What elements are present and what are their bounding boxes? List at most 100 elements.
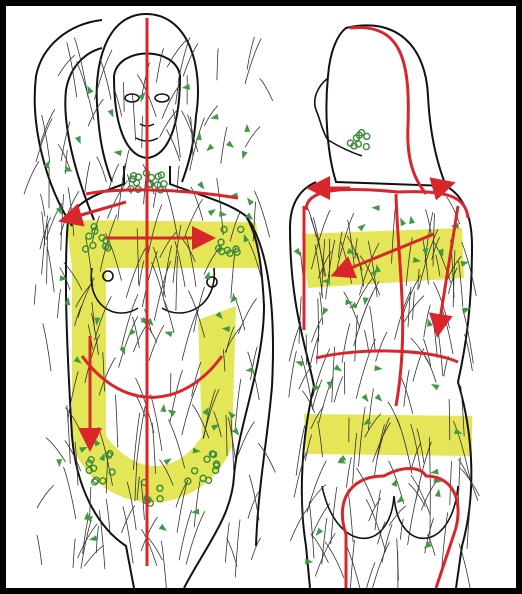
direction-marker: [334, 364, 344, 373]
lymph-vessel-line: [356, 468, 375, 507]
lymph-vessel-line: [370, 542, 390, 588]
lymph-vessel-line: [260, 78, 273, 101]
lymph-vessel-line: [40, 194, 45, 217]
lymph-vessel-line: [458, 457, 460, 506]
direction-marker: [305, 558, 313, 564]
lymph-vessel-line: [83, 518, 89, 554]
figure-canvas: [6, 6, 516, 588]
lymph-vessel-line: [356, 339, 375, 399]
lymph-vessel-line: [67, 43, 77, 98]
direction-marker: [374, 365, 383, 372]
direction-marker: [320, 307, 329, 317]
direction-marker: [160, 404, 167, 412]
front-raised-arm: [35, 20, 102, 226]
lymph-vessel-line: [125, 150, 129, 171]
lymph-vessel-line: [24, 161, 39, 194]
lymph-vessel-line: [334, 376, 343, 402]
back-buttock-loop-flow: [342, 469, 458, 589]
lymph-vessel-line: [315, 533, 335, 576]
front-clavicle-flow: [86, 190, 238, 198]
lymph-vessel-line: [442, 310, 453, 354]
direction-marker: [395, 496, 405, 506]
lymph-vessel-line: [430, 488, 431, 543]
lymph-vessel-line: [346, 457, 351, 488]
back-drainage-zones: [302, 228, 472, 456]
direction-marker: [219, 211, 228, 218]
lymph-vessel-line: [90, 487, 91, 516]
direction-marker: [119, 346, 127, 356]
direction-marker: [108, 109, 117, 119]
lymph-vessel-line: [350, 540, 355, 588]
lymph-node: [134, 180, 140, 186]
lymph-vessel-line: [119, 316, 138, 367]
lymph-vessel-line: [421, 483, 435, 510]
lymph-vessel-line: [458, 459, 478, 501]
direction-marker: [88, 535, 97, 542]
lymph-vessel-line: [141, 517, 157, 551]
lymph-vessel-line: [41, 109, 55, 142]
lymph-vessel-line: [434, 324, 438, 358]
lymph-vessel-line: [156, 48, 163, 82]
lymph-vessel-line: [325, 542, 344, 578]
lymph-node: [161, 181, 167, 187]
front-breasts: [91, 268, 217, 313]
lymph-vessel-line: [167, 40, 186, 67]
lymph-vessel-line: [85, 162, 90, 192]
lymph-vessel-line: [258, 443, 275, 472]
lymph-vessel-line: [84, 545, 103, 566]
lymph-vessel-line: [61, 194, 64, 250]
lymph-vessel-line: [450, 461, 452, 505]
back-shoulder-flow: [306, 189, 468, 218]
front-view-figure: [24, 14, 275, 588]
lymph-vessel-line: [57, 289, 60, 318]
front-drainage-zones: [66, 220, 262, 502]
lymph-vessel-line: [370, 306, 376, 350]
lymph-vessel-line: [301, 356, 313, 410]
direction-marker: [435, 488, 442, 497]
lymph-vessel-line: [37, 535, 42, 565]
lymph-vessel-line: [151, 394, 163, 451]
lymph-vessel-line: [43, 324, 51, 372]
direction-marker: [126, 328, 136, 338]
direction-marker: [358, 222, 368, 232]
lymph-vessel-line: [73, 539, 75, 568]
lymph-vessel-line: [342, 323, 350, 363]
direction-marker: [294, 248, 304, 258]
direction-marker: [371, 205, 379, 211]
direction-marker: [204, 144, 214, 154]
lymph-vessel-line: [235, 520, 240, 578]
direction-marker: [361, 394, 371, 404]
lymph-vessel-line: [100, 60, 111, 100]
lymph-vessel-line: [121, 294, 138, 349]
direction-marker: [163, 329, 172, 337]
lymph-vessel-line: [47, 224, 48, 284]
back-lymph-nodes: [347, 130, 369, 150]
lymph-vessel-line: [217, 49, 218, 81]
lymph-vessel-line: [182, 309, 198, 360]
lymph-vessel-line: [437, 327, 443, 377]
lymph-node: [363, 144, 369, 150]
direction-marker: [430, 381, 440, 390]
lymph-vessel-line: [34, 285, 36, 305]
lymph-vessel-line: [136, 406, 145, 466]
direction-marker: [75, 136, 84, 146]
direction-marker: [166, 407, 176, 416]
lymph-vessel-line: [344, 292, 360, 329]
lymph-vessel-line: [245, 39, 261, 85]
lymph-vessel-line: [309, 485, 327, 506]
lymph-vessel-line: [404, 370, 409, 407]
lymph-vessel-line: [459, 544, 471, 589]
direction-marker: [56, 459, 62, 467]
lymph-vessel-line: [312, 317, 323, 342]
back-hair-outline-flow: [350, 27, 426, 194]
direction-marker: [245, 367, 254, 374]
lymphatic-drainage-diagram: [6, 6, 516, 588]
lymph-vessel-line: [221, 127, 227, 164]
lymph-vessel-line: [290, 507, 309, 542]
direction-marker: [113, 149, 122, 156]
lymph-vessel-line: [179, 510, 192, 560]
direction-marker: [159, 524, 169, 534]
lymph-vessel-line: [361, 562, 375, 588]
lymph-vessel-line: [46, 438, 66, 463]
